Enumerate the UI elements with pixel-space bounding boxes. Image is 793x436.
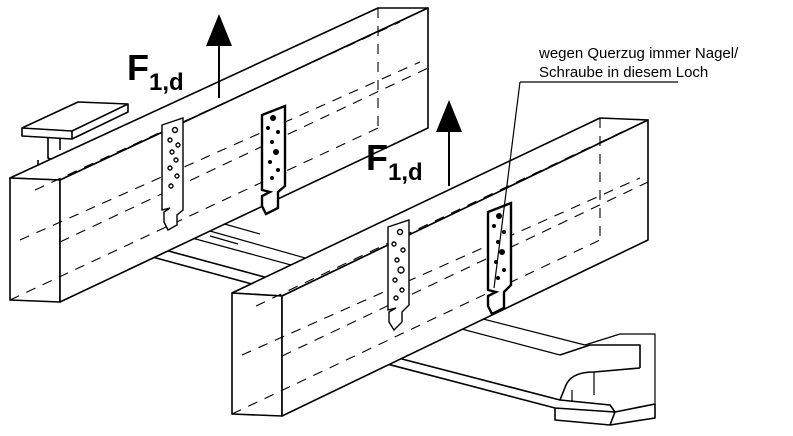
timber-right-front-face xyxy=(231,292,283,417)
force-label-left: F1,d xyxy=(127,47,184,96)
force-arrow-right xyxy=(436,100,462,186)
i-beam-right-end xyxy=(371,351,616,413)
force-arrow-left xyxy=(206,14,232,98)
hanger-plate-left-rear xyxy=(260,104,287,216)
force-label-right: F1,d xyxy=(366,137,423,186)
timber-beam-right xyxy=(231,117,649,417)
timber-left-front-face xyxy=(9,177,61,303)
annotation-line-2: Schraube in diesem Loch xyxy=(539,64,708,81)
hanger-plate-left-front xyxy=(161,117,184,231)
i-beam-left-top-flange xyxy=(21,101,129,132)
hanger-plate-right-front xyxy=(387,219,410,332)
timber-right-side-face xyxy=(281,119,649,417)
annotation-line-1: wegen Querzug immer Nagel/ xyxy=(538,45,739,62)
annotation-leader-line xyxy=(493,81,678,289)
